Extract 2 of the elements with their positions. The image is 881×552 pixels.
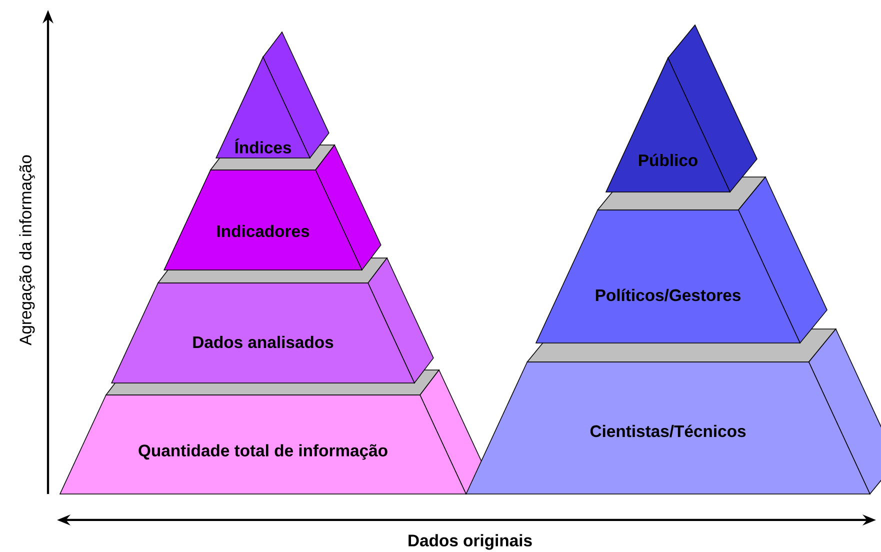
axis-label: Dados originais — [408, 534, 532, 550]
axis-label: Agregação da informação — [19, 155, 35, 346]
